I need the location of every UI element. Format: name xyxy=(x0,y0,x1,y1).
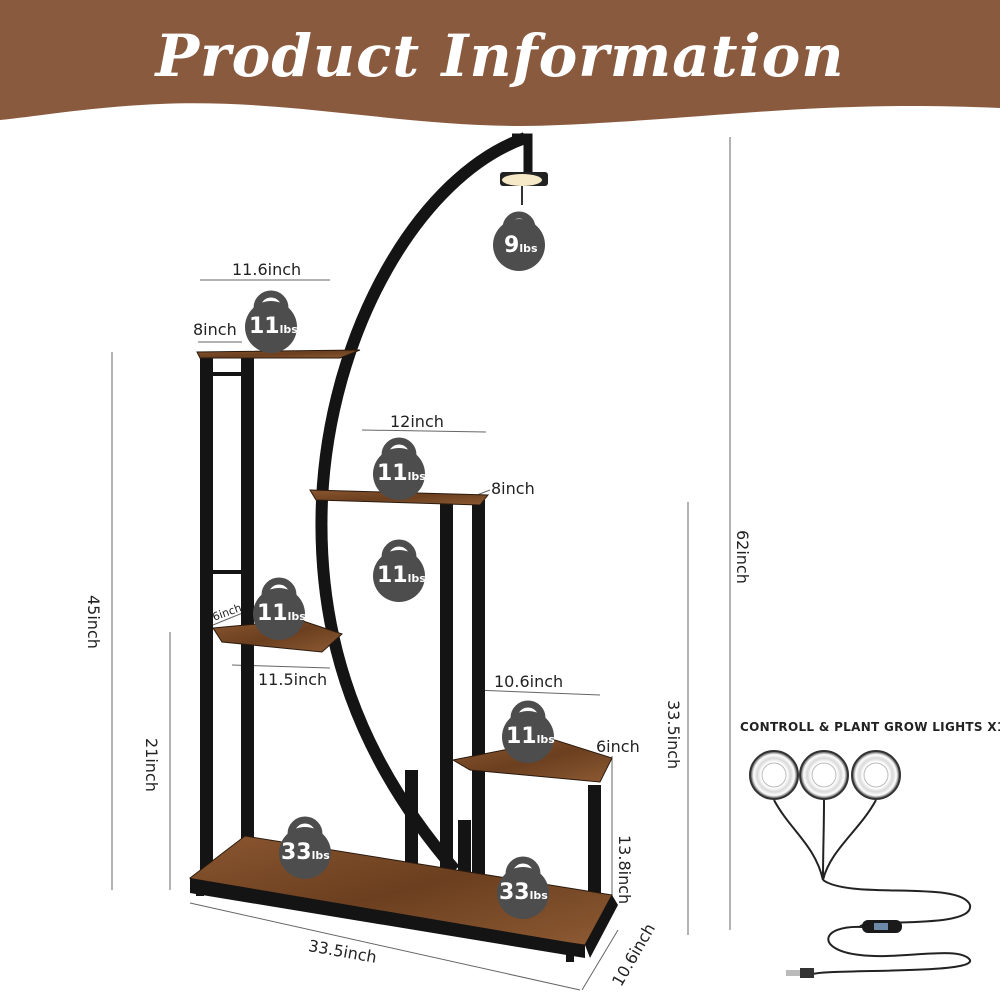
weight-left-shelf-label: 11lbs xyxy=(257,601,306,626)
base-frame xyxy=(190,878,618,962)
weight-hanging-label: 11lbs xyxy=(377,563,426,588)
top-shelf-width-label: 11.6inch xyxy=(232,260,302,279)
weight-base-right-label: 33lbs xyxy=(499,880,548,905)
weight-base-left-label: 33lbs xyxy=(281,840,330,865)
left-shelf-width-label: 11.5inch xyxy=(258,670,328,689)
grow-lights-title: CONTROLL & PLANT GROW LIGHTS X1 xyxy=(740,720,1000,734)
top-shelf-depth-label: 8inch xyxy=(193,320,237,339)
weight-right-shelf-icon xyxy=(502,700,554,763)
grow-lights-icon xyxy=(749,750,972,978)
weight-second-shelf-label: 11lbs xyxy=(377,461,426,486)
banner xyxy=(0,0,1000,126)
weight-base-left-icon xyxy=(279,816,331,879)
weight-top-shelf-icon xyxy=(245,290,297,353)
weight-top-shelf-label: 11lbs xyxy=(249,314,298,339)
left-lower-height-label: 21inch xyxy=(142,738,161,792)
weight-second-shelf-icon xyxy=(373,437,425,500)
right-shelf-width-label: 10.6inch xyxy=(494,672,564,691)
weight-lamp-label: 9lbs xyxy=(504,233,538,258)
lamp xyxy=(500,172,548,205)
left-height-label: 45inch xyxy=(84,595,103,649)
second-shelf-depth-label: 8inch xyxy=(491,479,535,498)
weight-hanging-icon xyxy=(373,539,425,602)
right-height-label: 33.5inch xyxy=(664,700,683,770)
weight-right-shelf-label: 11lbs xyxy=(506,724,555,749)
page-title: Product Information xyxy=(155,22,845,90)
weight-base-right-icon xyxy=(497,856,549,919)
second-shelf-width-label: 12inch xyxy=(390,412,444,431)
right-shelf-depth-label: 6inch xyxy=(596,737,640,756)
weight-lamp-icon xyxy=(493,211,545,271)
weight-left-shelf-icon xyxy=(253,577,305,640)
weights xyxy=(245,211,554,919)
total-height-label: 62inch xyxy=(733,530,752,584)
right-shelf-height-label: 13.8inch xyxy=(615,835,634,905)
frame xyxy=(200,355,601,925)
